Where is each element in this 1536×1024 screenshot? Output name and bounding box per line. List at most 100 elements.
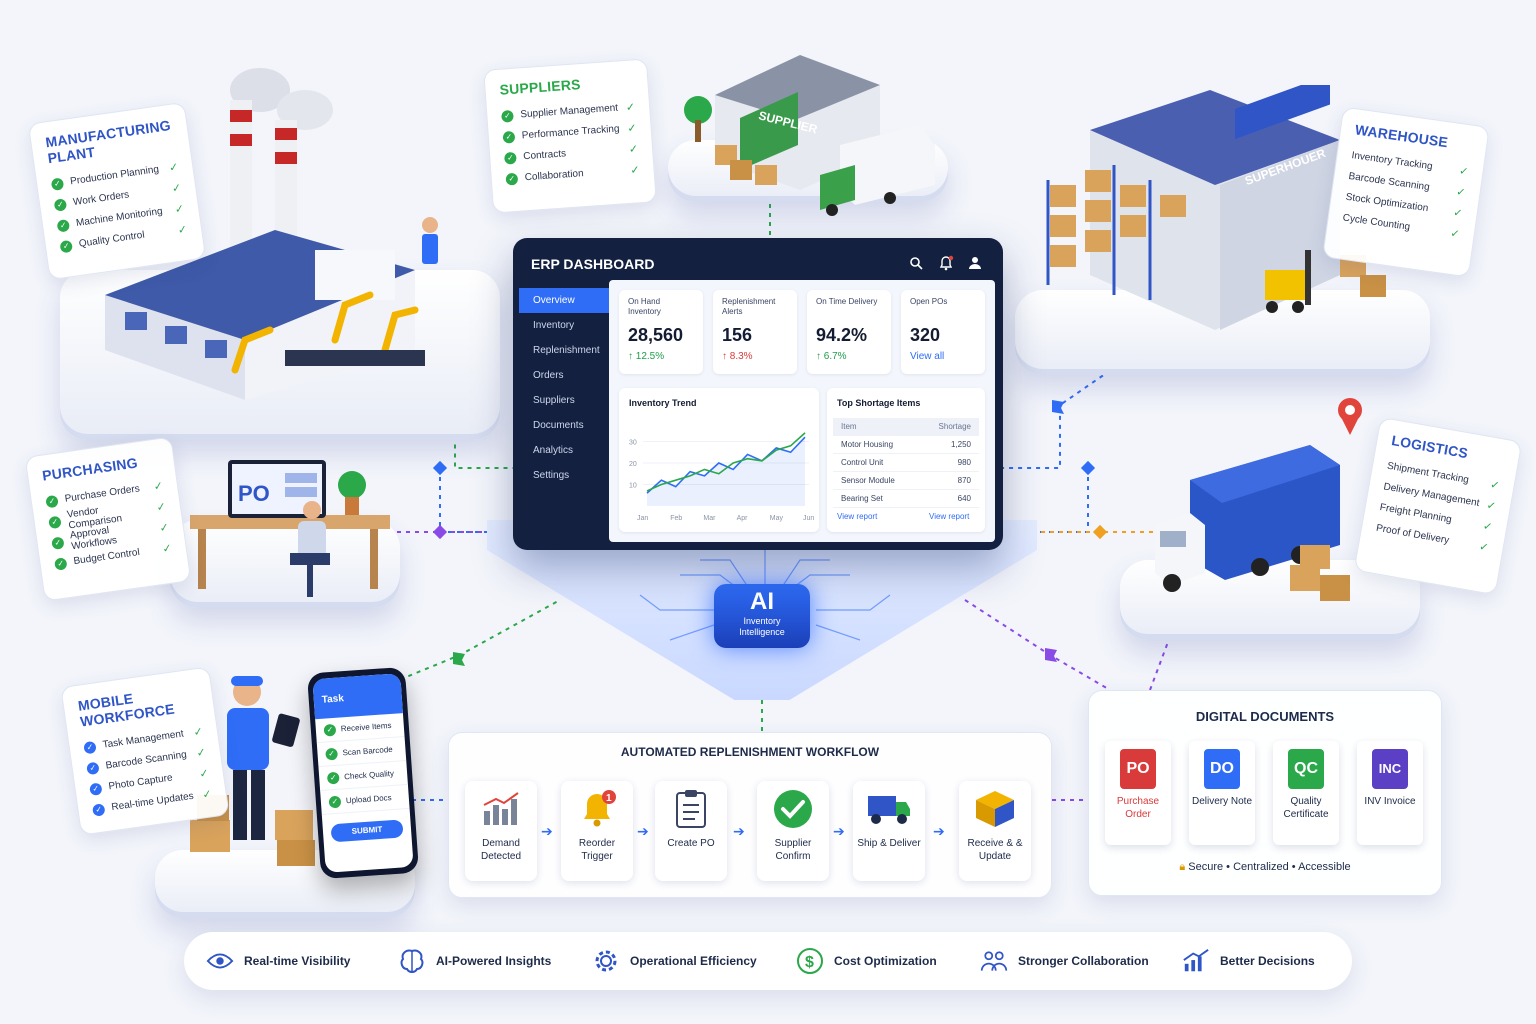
nav-suppliers[interactable]: Suppliers (533, 395, 575, 406)
erp-dashboard: ERP DASHBOARD Overview Inventory Repleni… (513, 238, 1003, 550)
kpi-on-time-delivery[interactable]: On Time Delivery 94.2% ↑ 6.7% (807, 290, 891, 374)
shelving (1050, 170, 1186, 267)
suppliers-title: Suppliers (499, 76, 582, 98)
logistics-illustration (1155, 398, 1362, 601)
check-mark-icon: ✓ (1452, 206, 1464, 221)
kpi-on-hand-inventory[interactable]: On Hand Inventory 28,560 ↑ 12.5% (619, 290, 703, 374)
benefit-better-decisions: Better Decisions (1182, 932, 1315, 990)
check-icon: ✓ (48, 515, 62, 529)
erp-main: On Hand Inventory 28,560 ↑ 12.5% Repleni… (609, 280, 995, 542)
check-icon: ✓ (91, 802, 106, 817)
doc-quality-certificate[interactable]: QC Quality Certificate (1273, 741, 1339, 845)
supplier-truck (840, 125, 935, 205)
documents-footer: 🔒︎ Secure • Centralized • Accessible (1179, 861, 1351, 873)
connector-node (1092, 524, 1108, 540)
chimney (230, 100, 252, 260)
digital-documents: DIGITAL DOCUMENTS PO Purchase Order DO D… (1088, 690, 1442, 896)
kpi-open-pos[interactable]: Open POs 320 View all (901, 290, 985, 374)
phone-task-item[interactable]: ✓Upload Docs (320, 784, 410, 815)
purchasing-illustration: PO (190, 460, 390, 597)
ai-sublabel: Inventory Intelligence (739, 616, 785, 637)
ai-label: AI (750, 588, 774, 615)
mobile-workforce-card: Mobile Workforce ✓Task Management✓ ✓Barc… (60, 666, 230, 836)
check-icon: ✓ (45, 494, 59, 508)
warehouse-list: Inventory Tracking✓ Barcode Scanning✓ St… (1341, 145, 1470, 245)
monitor-po-text: PO (238, 481, 270, 506)
search-icon[interactable] (909, 256, 923, 270)
nav-analytics[interactable]: Analytics (533, 445, 574, 456)
check-icon: ✓ (83, 740, 97, 754)
check-icon: ✓ (325, 747, 338, 761)
check-mark-icon: ✓ (171, 182, 183, 196)
mobile-workforce-list: ✓Task Management✓ ✓Barcode Scanning✓ ✓Ph… (83, 721, 214, 821)
view-report-link[interactable]: View report (929, 512, 970, 521)
check-mark-icon: ✓ (161, 542, 173, 556)
connector-node (432, 460, 448, 476)
gear-icon (595, 950, 617, 972)
bell-icon[interactable] (938, 255, 954, 271)
warehouse-card: Warehouse Inventory Tracking✓ Barcode Sc… (1322, 106, 1490, 278)
kpi-replenishment-alerts[interactable]: Replenishment Alerts 156 ↑ 8.3% (713, 290, 797, 374)
check-icon: ✓ (503, 151, 517, 165)
check-mark-icon: ✓ (201, 788, 213, 802)
step-reorder-trigger[interactable]: 1 Reorder Trigger (561, 781, 633, 881)
nav-documents[interactable]: Documents (533, 420, 584, 431)
benefit-stronger-collaboration: Stronger Collaboration (980, 932, 1149, 990)
view-report-link[interactable]: View report (837, 512, 878, 521)
manufacturing-card: Manufacturing Plant ✓Production Planning… (27, 101, 207, 281)
doc-purchase-order[interactable]: PO Purchase Order (1105, 741, 1171, 845)
po-icon: PO (1120, 749, 1156, 789)
phone-submit-button[interactable]: SUBMIT (330, 819, 404, 843)
check-icon: ✓ (88, 781, 103, 796)
step-ship-deliver[interactable]: Ship & Deliver (853, 781, 925, 881)
alert-badge-count: 1 (606, 793, 612, 804)
worker (422, 217, 438, 233)
view-all-link[interactable]: View all (910, 351, 945, 362)
manufacturing-list: ✓Production Planning✓ ✓Work Orders✓ ✓Mac… (50, 156, 188, 257)
step-supplier-confirm[interactable]: Supplier Confirm (757, 781, 829, 881)
nav-replenishment[interactable]: Replenishment (533, 345, 600, 356)
purchasing-list: ✓Purchase Orders✓ ✓Vendor Comparison✓ ✓A… (45, 475, 174, 575)
check-mark-icon: ✓ (155, 500, 167, 515)
crate (190, 820, 230, 852)
erp-title: ERP DASHBOARD (531, 256, 655, 272)
step-demand-detected[interactable]: Demand Detected (465, 781, 537, 881)
check-icon: ✓ (326, 771, 340, 784)
crate (1290, 565, 1320, 591)
check-icon: ✓ (502, 130, 516, 144)
arrow-right-icon: ➔ (733, 823, 745, 839)
mobile-phone: Task ✓Receive Items ✓Scan Barcode ✓Check… (306, 666, 420, 880)
workflow-title: AUTOMATED REPLENISHMENT WORKFLOW (620, 745, 880, 759)
documents-title: DIGITAL DOCUMENTS (1195, 709, 1335, 724)
nav-inventory[interactable]: Inventory (533, 320, 575, 331)
top-shortage-title: Top Shortage Items (837, 398, 921, 408)
check-mark-icon: ✓ (1449, 227, 1461, 241)
check-icon: ✓ (59, 239, 73, 253)
purchasing-card: Purchasing ✓Purchase Orders✓ ✓Vendor Com… (24, 436, 192, 602)
y-tick-label: 10 (629, 483, 637, 490)
doc-invoice[interactable]: INC INV Invoice (1357, 741, 1423, 845)
nav-settings[interactable]: Settings (533, 470, 570, 481)
benefit-operational-efficiency: Operational Efficiency (592, 932, 757, 990)
nav-overview[interactable]: Overview (519, 288, 609, 313)
check-mark-icon: ✓ (158, 521, 170, 535)
plant (338, 471, 366, 499)
step-receive-update[interactable]: Receive & & Update (959, 781, 1031, 881)
arrow-right-icon: ➔ (637, 823, 649, 839)
svg-text:$: $ (805, 954, 814, 971)
ai-inventory-intelligence-chip[interactable]: AI Inventory Intelligence (714, 584, 810, 648)
step-create-po[interactable]: Create PO (655, 781, 727, 881)
robot-arms (231, 291, 419, 374)
conveyor (285, 350, 425, 366)
user-icon[interactable] (968, 255, 982, 269)
check-icon: ✓ (86, 761, 100, 775)
nav-orders[interactable]: Orders (533, 370, 564, 381)
check-mark-icon: ✓ (1455, 186, 1467, 200)
lock-icon: 🔒︎ (1179, 861, 1186, 873)
doc-delivery-note[interactable]: DO Delivery Note (1189, 741, 1255, 845)
